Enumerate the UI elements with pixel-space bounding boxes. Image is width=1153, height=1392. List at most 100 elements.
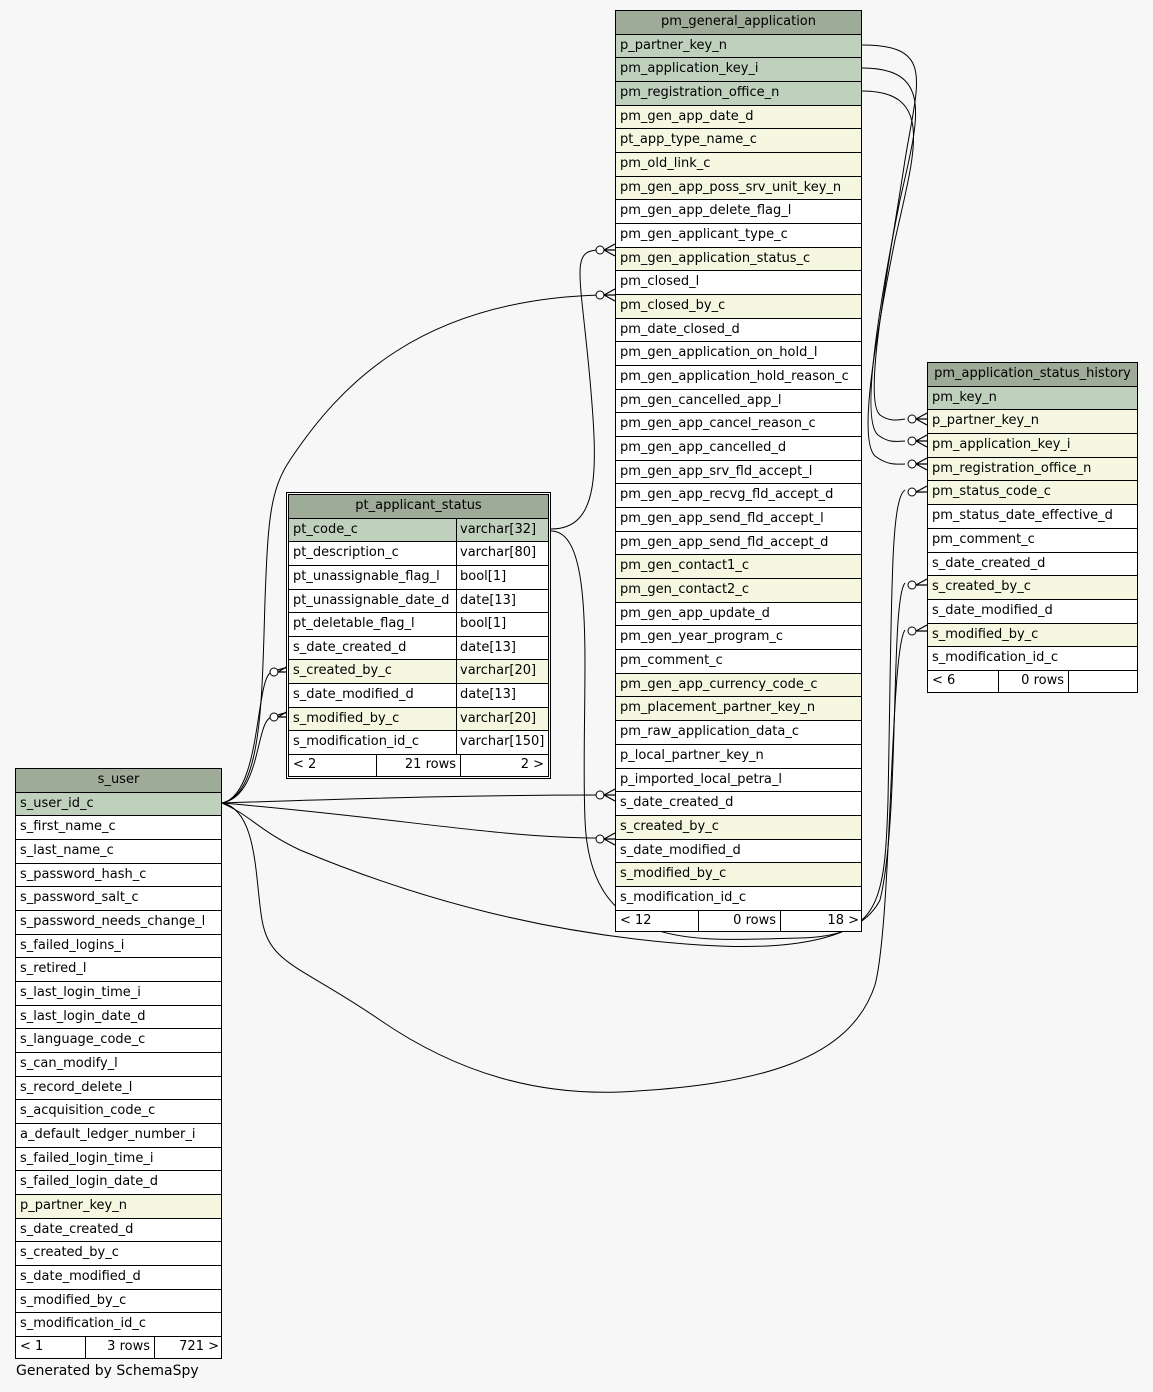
table-row[interactable]: pm_registration_office_n [616,82,861,106]
table-row[interactable]: s_password_hash_c [16,863,221,888]
table-row[interactable]: pm_old_link_c [616,153,861,177]
table-row[interactable]: pm_gen_app_update_d [616,602,861,627]
table-row[interactable]: pm_gen_application_on_hold_l [616,342,861,367]
table-row[interactable]: s_first_name_c [16,816,221,841]
table-row[interactable]: s_date_created_d [928,552,1137,577]
table-row[interactable]: pm_gen_app_currency_code_c [616,673,861,698]
table-row[interactable]: s_failed_logins_i [16,934,221,959]
table-row[interactable]: s_failed_login_time_i [16,1147,221,1172]
table-row[interactable]: p_partner_key_n [616,34,861,59]
children-count[interactable]: 18 > [780,910,863,932]
table-row[interactable]: pm_status_date_effective_d [928,505,1137,529]
table-row[interactable]: s_modification_id_c [616,886,861,911]
table-row[interactable]: s_date_modified_d [16,1266,221,1290]
table-row[interactable]: pm_closed_by_c [616,295,861,319]
table-row[interactable]: s_failed_login_date_d [16,1171,221,1196]
table-row[interactable]: pt_app_type_name_c [616,129,861,154]
table-row[interactable]: pm_gen_applicant_type_c [616,224,861,248]
table-row[interactable]: s_password_salt_c [16,887,221,912]
table-row[interactable]: s_record_delete_l [16,1076,221,1101]
table-row[interactable]: a_default_ledger_number_i [16,1124,221,1148]
table-row[interactable]: s_can_modify_l [16,1053,221,1077]
table-row[interactable]: pm_gen_app_cancelled_d [616,437,861,461]
table-row[interactable]: pm_gen_app_send_fld_accept_d [616,531,861,556]
table-row[interactable]: s_date_modified_d [928,599,1137,624]
table-row[interactable]: pm_gen_app_date_d [616,105,861,130]
children-count[interactable]: 721 > [154,1337,223,1358]
table-row[interactable]: p_partner_key_n [928,410,1137,435]
table-row[interactable]: s_password_needs_change_l [16,911,221,935]
table-row[interactable]: pm_gen_contact1_c [616,555,861,580]
table-row[interactable]: pm_gen_cancelled_app_l [616,389,861,414]
table-row[interactable]: s_date_modified_d [616,839,861,864]
table-row[interactable]: s_created_by_c [616,815,861,840]
table-row[interactable]: s_user_id_c [16,792,221,817]
table-row[interactable]: pm_application_key_i [928,434,1137,458]
children-count[interactable] [1068,670,1139,692]
table-row[interactable]: p_partner_key_n [16,1195,221,1219]
table-row[interactable]: pm_gen_app_poss_srv_unit_key_n [616,176,861,201]
table-row[interactable]: pm_raw_application_data_c [616,721,861,745]
table-row[interactable]: s_last_login_time_i [16,982,221,1006]
column-name: p_local_partner_key_n [620,747,764,763]
table-row[interactable]: s_last_login_date_d [16,1005,221,1030]
table-row[interactable]: pm_gen_app_recvg_fld_accept_d [616,484,861,509]
table-row[interactable]: s_modified_by_c [16,1289,221,1314]
table-row[interactable]: s_last_name_c [16,840,221,864]
table-row[interactable]: pm_gen_app_cancel_reason_c [616,413,861,438]
table-row[interactable]: p_local_partner_key_n [616,744,861,769]
table-row[interactable]: pm_gen_application_hold_reason_c [616,366,861,390]
parents-count[interactable]: < 6 [932,672,956,688]
table-row[interactable]: s_created_by_c [16,1242,221,1267]
table-row[interactable]: pm_comment_c [616,650,861,674]
row-count[interactable]: 0 rows [698,910,780,932]
table-row[interactable]: pm_comment_c [928,528,1137,553]
row-count[interactable]: 21 rows [376,755,460,776]
table-row[interactable]: s_retired_l [16,958,221,983]
table-row[interactable]: pm_key_n [928,386,1137,411]
children-count[interactable]: 2 > [460,755,548,776]
row-count[interactable]: 3 rows [85,1337,154,1358]
row-count[interactable]: 0 rows [998,670,1068,692]
parents-count[interactable]: < 12 [620,912,652,928]
table-row[interactable]: p_imported_local_petra_l [616,768,861,793]
table-row[interactable]: pm_gen_year_program_c [616,626,861,651]
table-row[interactable]: pm_registration_office_n [928,457,1137,482]
table-row[interactable]: s_created_by_c [928,576,1137,600]
table-row[interactable]: s_date_created_d [616,792,861,816]
table-row[interactable]: pm_application_key_i [616,58,861,83]
table-row[interactable]: pm_gen_contact2_c [616,579,861,603]
table-row[interactable]: s_modified_by_c [928,623,1137,648]
table-row[interactable]: pm_gen_app_delete_flag_l [616,200,861,225]
table-row[interactable]: pm_gen_app_send_fld_accept_l [616,508,861,532]
parents-count[interactable]: < 2 [293,757,317,773]
table-row[interactable]: pm_status_code_c [928,481,1137,506]
table-row[interactable]: pm_closed_l [616,271,861,296]
table-row[interactable]: s_language_code_c [16,1029,221,1054]
table-row[interactable]: s_date_created_d [16,1218,221,1243]
table-row[interactable]: s_modified_by_c [616,863,861,887]
column-name: pt_deletable_flag_l [293,616,415,632]
table-row[interactable]: pm_gen_app_srv_fld_accept_l [616,460,861,485]
parents-count[interactable]: < 1 [20,1339,44,1355]
table-row[interactable]: pm_placement_partner_key_n [616,697,861,722]
table-row[interactable]: pm_date_closed_d [616,318,861,343]
table-row[interactable]: pm_gen_application_status_c [616,247,861,272]
table-row[interactable]: s_modification_id_c [16,1313,221,1338]
table-row[interactable]: s_modification_id_c [928,647,1137,671]
table-row[interactable]: s_acquisition_code_c [16,1100,221,1125]
